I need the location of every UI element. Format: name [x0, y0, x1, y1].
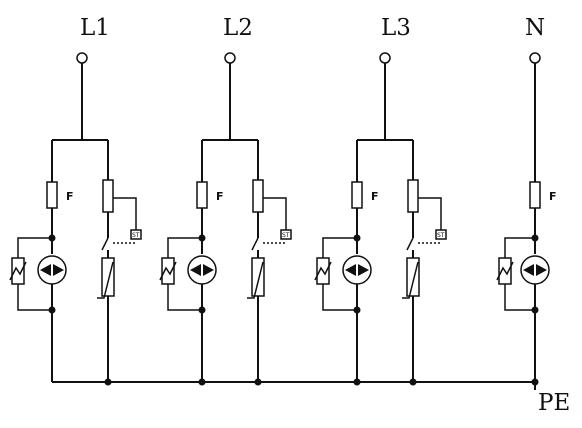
ground-junctions — [104, 378, 539, 386]
status-indicator-l3 — [435, 229, 447, 240]
switch-contact-l1 — [101, 237, 109, 251]
branch-l3: F ST — [314, 52, 447, 382]
indicator-label-l3: ST — [437, 232, 445, 239]
status-indicator-l1 — [130, 229, 142, 240]
terminal-label-l3: L3 — [381, 15, 411, 41]
terminal-n — [529, 52, 541, 64]
fuse-label-l2: F — [216, 190, 224, 203]
fuse-n — [529, 181, 541, 209]
thermal-fuse-l3 — [407, 179, 419, 213]
status-indicator-l2 — [280, 229, 292, 240]
indicator-label-l2: ST — [282, 232, 290, 239]
terminal-l1 — [76, 52, 88, 64]
terminal-l2 — [224, 52, 236, 64]
fuse-l2 — [196, 181, 208, 209]
fuse-l3 — [351, 181, 363, 209]
thermal-fuse-l2 — [252, 179, 264, 213]
branch-l2: F ST — [159, 52, 292, 382]
fuse-label-l1: F — [66, 190, 74, 203]
fuse-label-n: F — [549, 190, 557, 203]
branch-l1: F ST — [9, 52, 142, 382]
branch-n: F — [496, 52, 557, 382]
gdt-electrodes-l1 — [40, 264, 64, 276]
terminal-label-n: N — [525, 15, 545, 41]
indicator-label-l1: ST — [132, 232, 140, 239]
terminal-label-l2: L2 — [223, 15, 253, 41]
terminal-l3 — [379, 52, 391, 64]
thermal-fuse-l1 — [102, 179, 114, 213]
ground-label-pe: PE — [538, 390, 570, 416]
fuse-label-l3: F — [371, 190, 379, 203]
fuse-l1 — [46, 181, 58, 209]
terminal-label-l1: L1 — [80, 15, 110, 41]
